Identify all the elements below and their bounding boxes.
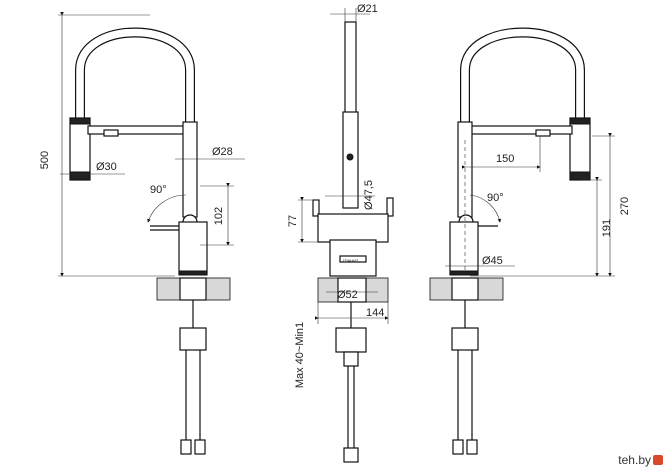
dim-150: 150	[496, 153, 514, 165]
dim-d47-5: Ø47,5	[363, 180, 375, 210]
dim-191: 191	[601, 219, 613, 237]
dim-500: 500	[39, 151, 51, 169]
dim-d30: Ø30	[96, 161, 117, 173]
side-view-right	[429, 27, 615, 455]
dim-counter-thickness: Max 40~Min1	[294, 322, 306, 388]
dim-270: 270	[619, 197, 631, 215]
front-view	[298, 8, 394, 463]
dim-angle-right: 90°	[487, 192, 504, 204]
watermark-text: teh.by	[618, 453, 651, 467]
base-marking: ГРАНИТ	[343, 258, 359, 263]
dim-144: 144	[366, 307, 384, 319]
dim-d52: Ø52	[337, 289, 358, 301]
watermark: teh.by	[615, 452, 666, 468]
side-view-left	[58, 12, 245, 455]
dim-d21: Ø21	[357, 3, 378, 15]
dim-102: 102	[213, 207, 225, 225]
dim-d45: Ø45	[482, 255, 503, 267]
dim-77: 77	[287, 215, 299, 227]
dim-d28: Ø28	[212, 146, 233, 158]
watermark-logo-icon	[653, 455, 663, 465]
dim-angle-left: 90°	[150, 184, 167, 196]
